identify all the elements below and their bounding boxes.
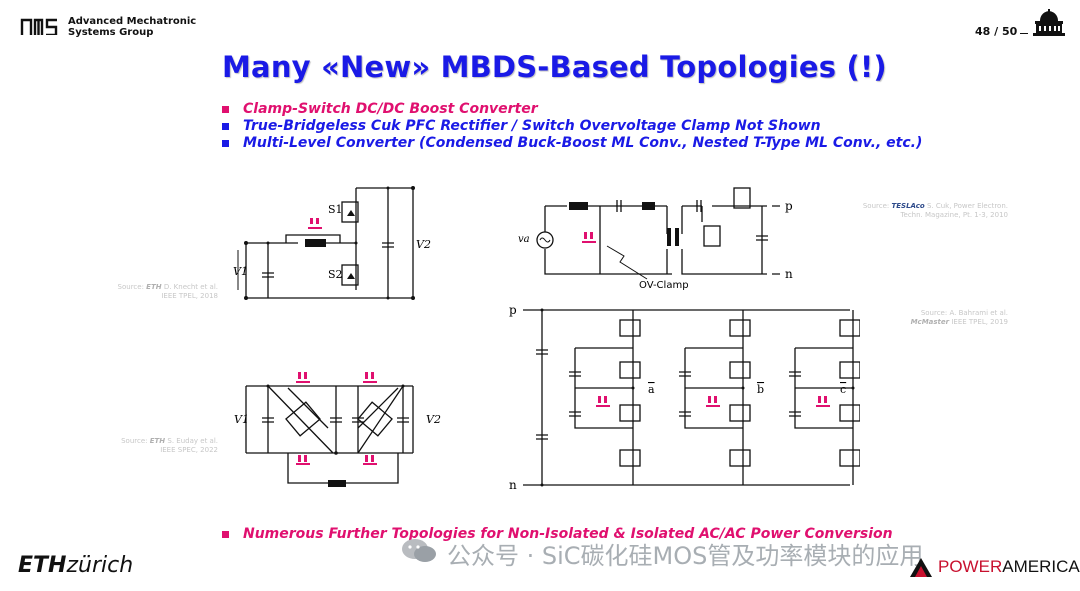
ams-logo-icon xyxy=(20,18,58,37)
label-v2: V2 xyxy=(416,238,431,251)
ov-clamp-cuk-schematic: va p n OV-Clamp xyxy=(518,187,793,291)
label-p-top: p xyxy=(785,199,793,213)
bullet-square-icon xyxy=(222,106,229,113)
bullet-item: Clamp-Switch DC/DC Boost Converter xyxy=(222,101,922,118)
label-v1: V1 xyxy=(233,265,248,278)
bullet-item: Multi-Level Converter (Condensed Buck-Bo… xyxy=(222,135,922,152)
label-v1-cuk: V1 xyxy=(234,413,249,426)
brand-america: AMERICA xyxy=(1002,557,1080,576)
bullet-square-icon xyxy=(222,123,229,130)
bullet-square-icon xyxy=(222,140,229,147)
header-rule xyxy=(1020,33,1028,34)
label-s1: S1 xyxy=(328,203,343,216)
eth-building-icon xyxy=(1031,9,1067,41)
label-p-ml: p xyxy=(509,303,517,317)
wechat-icon xyxy=(400,538,438,568)
source-note-4: Source: A. Bahrami et al. McMaster IEEE … xyxy=(910,309,1008,326)
bullet-text: Numerous Further Topologies for Non-Isol… xyxy=(243,526,893,542)
multilevel-converter-schematic: p n a b c xyxy=(509,303,860,492)
source-note-3: Source: TESLAco S. Cuk, Power Electron. … xyxy=(862,202,1008,219)
watermark-text: 公众号 · SiC碳化硅MOS管及功率模块的应用 xyxy=(447,542,924,570)
label-n-top: n xyxy=(785,267,793,281)
eth-logo-italic: zürich xyxy=(66,553,134,578)
ams-logo xyxy=(20,17,60,37)
page-number: 48 / 50 xyxy=(975,25,1018,38)
group-name: Advanced Mechatronic Systems Group xyxy=(68,16,196,38)
label-ov-clamp: OV-Clamp xyxy=(639,280,689,291)
bullet-list: Clamp-Switch DC/DC Boost Converter True-… xyxy=(222,101,922,152)
eth-logo-bold: ETH xyxy=(18,553,67,578)
brand-power: POWER xyxy=(938,557,1003,576)
bullet-text: Clamp-Switch DC/DC Boost Converter xyxy=(243,101,538,117)
eth-zurich-logo: ETHzürich xyxy=(18,553,133,578)
source-note-1: Source: ETH D. Knecht et al. IEEE TPEL, … xyxy=(117,283,218,300)
bridgeless-cuk-schematic: V1 V2 xyxy=(234,372,441,487)
bottom-bullet: Numerous Further Topologies for Non-Isol… xyxy=(222,526,893,543)
group-name-line1: Advanced Mechatronic xyxy=(68,16,197,27)
clamp-switch-boost-schematic: S1 S2 V1 V2 xyxy=(233,186,431,300)
poweramerica-mark-icon xyxy=(910,558,932,577)
group-name-line2: Systems Group xyxy=(68,27,154,38)
label-v2-cuk: V2 xyxy=(426,413,441,426)
label-n-ml: n xyxy=(509,478,517,492)
label-phase-a: a xyxy=(648,383,655,396)
bullet-item: True-Bridgeless Cuk PFC Rectifier / Swit… xyxy=(222,118,922,135)
label-va: va xyxy=(518,234,530,245)
source-note-2: Source: ETH S. Euday et al. IEEE SPEC, 2… xyxy=(121,437,218,454)
bullet-square-icon xyxy=(222,531,229,538)
bullet-text: True-Bridgeless Cuk PFC Rectifier / Swit… xyxy=(243,118,821,134)
label-phase-b: b xyxy=(757,383,764,396)
label-s2: S2 xyxy=(328,268,343,281)
bullet-text: Multi-Level Converter (Condensed Buck-Bo… xyxy=(243,135,923,151)
page-title: Many «New» MBDS-Based Topologies (!) xyxy=(222,50,887,84)
label-phase-c: c xyxy=(840,383,846,396)
